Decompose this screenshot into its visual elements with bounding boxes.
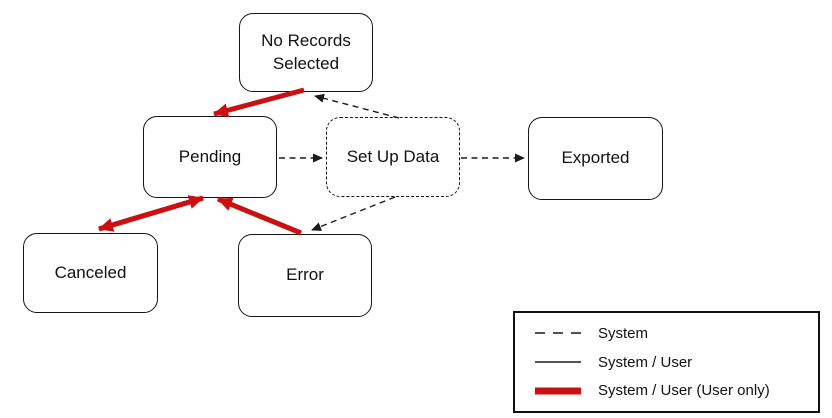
legend-row-system-user: System / User — [535, 354, 818, 371]
node-label: Pending — [178, 146, 242, 166]
node-canceled: Canceled — [23, 233, 158, 313]
edge-setupdata-to-norecords — [314, 93, 400, 119]
node-pending: Pending — [143, 116, 277, 198]
edge-canceled-to-pending — [98, 195, 204, 232]
node-label: Canceled — [54, 262, 127, 282]
edge-error-to-pending — [217, 196, 302, 236]
thick-red-line-sample-icon — [535, 387, 581, 395]
legend-row-user-only: System / User (User only) — [535, 382, 818, 399]
node-label: No Records Selected — [261, 30, 351, 73]
node-no-records-selected: No Records Selected — [239, 13, 373, 92]
solid-line-sample-icon — [535, 361, 581, 363]
node-error: Error — [238, 234, 372, 317]
legend-label-user-only: System / User (User only) — [598, 382, 770, 400]
legend-label-system-user: System / User — [598, 353, 693, 371]
node-label: Error — [286, 265, 324, 285]
edge-pending-to-canceled — [98, 195, 204, 232]
node-exported: Exported — [528, 117, 663, 200]
legend-row-system: System — [535, 325, 818, 342]
node-set-up-data: Set Up Data — [326, 117, 460, 197]
edge-norecords-to-pending — [213, 87, 305, 118]
dashed-line-sample-icon — [535, 332, 581, 335]
legend-box: System System / User System / User (User… — [513, 311, 820, 413]
edge-setupdata-to-error — [311, 196, 396, 231]
legend-label-system: System — [598, 324, 649, 342]
node-label: Set Up Data — [346, 146, 440, 166]
node-label: Exported — [561, 148, 630, 168]
